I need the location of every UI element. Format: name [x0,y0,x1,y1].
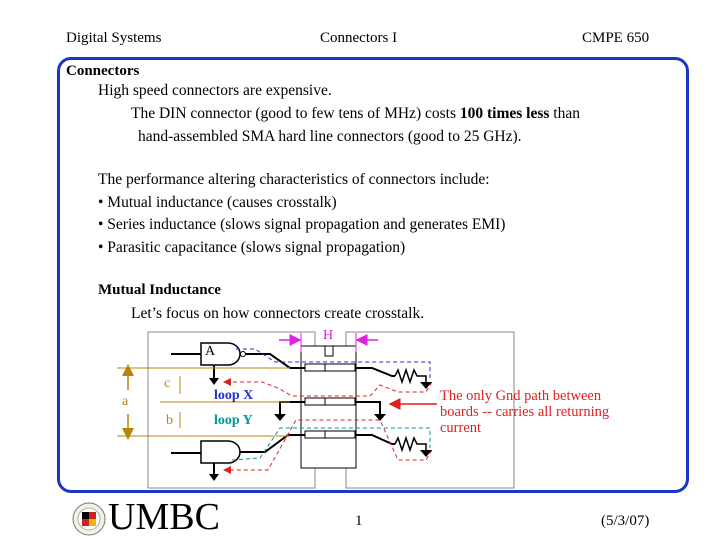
loop-y-label: loop Y [214,413,253,428]
subheading: Mutual Inductance [98,282,221,298]
text-line-1: High speed connectors are expensive. [98,82,332,99]
dim-c-label: c [164,376,171,391]
section-heading: Connectors [66,63,140,79]
slide-date: (5/3/07) [601,513,650,529]
load-resistor-top [394,367,427,385]
intro-line: The performance altering characteristics… [98,171,490,188]
load-resistor-bottom [394,435,427,453]
loop-y-path [231,427,431,461]
signal-trace-bottom [240,434,305,453]
ground-path-annotation: The only Gnd path between boards -- carr… [440,388,609,436]
text-line-2-end: than [549,105,580,122]
bullet-item: • Parasitic capacitance (slows signal pr… [98,239,406,256]
course-code: CMPE 650 [582,30,650,46]
gate-a [200,342,241,366]
connector-pins [304,363,356,439]
dim-b-label: b [166,413,173,428]
slide-topic: Connectors I [320,30,398,46]
connector-key [324,345,334,357]
loop-x-label: loop X [214,388,254,403]
loop-y-return [223,419,433,474]
content-frame [57,57,689,493]
umbc-seal-icon [72,502,106,536]
focus-line: Let’s focus on how connectors create cro… [131,305,425,322]
annotation-line: The only Gnd path between [440,388,602,404]
gate-bottom [200,440,241,464]
text-line-2: The DIN connector (good to few tens of M… [131,105,580,123]
text-line-3: hand-assembled SMA hard line connectors … [138,128,522,145]
gate-a-label: A [205,344,216,359]
loop-x-path [236,348,431,380]
bullet-item: • Mutual inductance (causes crosstalk) [98,194,337,211]
signal-trace-top [245,353,305,369]
dim-a-label: a [122,394,129,409]
text-line-2-start: The DIN connector (good to few tens of M… [131,105,460,122]
page-number: 1 [355,513,363,529]
umbc-logo-text: UMBC [108,496,220,538]
course-title: Digital Systems [66,30,162,46]
annotation-line: current [440,420,482,436]
annotation-line: boards -- carries all returning [440,404,610,420]
bullet-item: • Series inductance (slows signal propag… [98,216,506,233]
loop-x-return [223,378,433,397]
dim-h-label: H [323,328,334,343]
emphasis-text: 100 times less [459,105,550,122]
